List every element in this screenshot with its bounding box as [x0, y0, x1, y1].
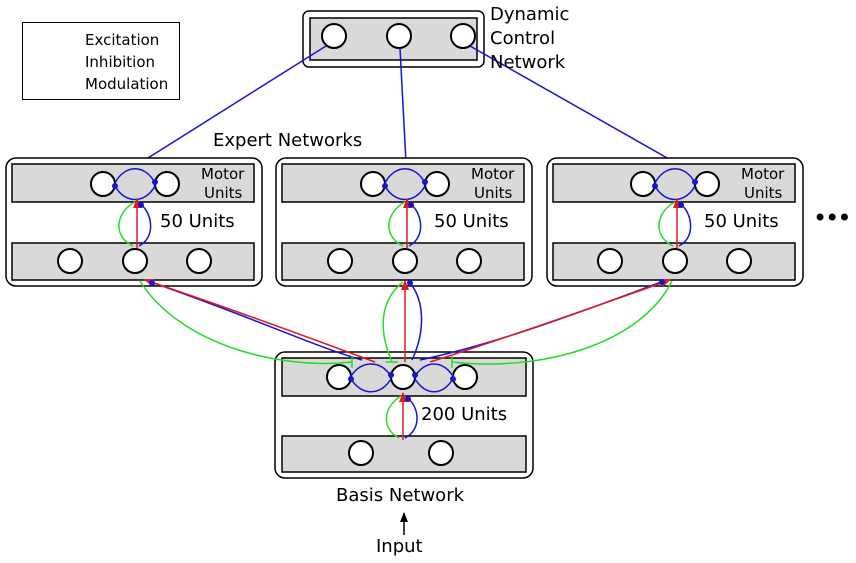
expert-3-motor-line2: Units — [744, 184, 783, 202]
expert-1-motor-line1: Motor — [201, 165, 245, 183]
dynamic-control-network — [302, 10, 485, 68]
legend-item-modulation: Modulation — [23, 74, 179, 94]
control-unit-1 — [321, 23, 347, 49]
basis-to-expert-connections — [139, 279, 673, 368]
dynamic-control-label-line3: Network — [490, 52, 566, 73]
expert-network-1 — [5, 157, 263, 287]
control-inhibition-lines — [139, 45, 677, 164]
dynamic-control-label-line1: Dynamic — [490, 4, 570, 25]
expert-networks-label: Expert Networks — [213, 130, 363, 151]
expert-1-motor-line2: Units — [204, 184, 243, 202]
legend-label-excitation: Excitation — [85, 31, 160, 49]
legend: Excitation Inhibition Modulation — [22, 22, 180, 100]
expert-3-units-label: 50 Units — [704, 211, 779, 232]
basis-units-label: 200 Units — [421, 404, 508, 425]
dynamic-control-label-line2: Control — [490, 28, 556, 49]
expert-network-2 — [275, 157, 533, 287]
expert-2-motor-line2: Units — [474, 184, 513, 202]
expert-1-units-label: 50 Units — [160, 211, 235, 232]
expert-network-3 — [546, 157, 804, 287]
expert-2-motor-line1: Motor — [471, 165, 515, 183]
expert-2-units-label: 50 Units — [434, 211, 509, 232]
legend-item-inhibition: Inhibition — [23, 52, 179, 72]
legend-label-modulation: Modulation — [85, 75, 169, 93]
basis-network — [274, 351, 534, 479]
input-label: Input — [376, 536, 423, 557]
control-unit-3 — [450, 23, 476, 49]
legend-label-inhibition: Inhibition — [85, 53, 156, 71]
legend-item-excitation: Excitation — [23, 30, 179, 50]
more-experts-ellipsis: ••• — [813, 204, 851, 232]
expert-3-motor-line1: Motor — [741, 165, 785, 183]
basis-network-title: Basis Network — [336, 485, 465, 506]
control-unit-2 — [386, 23, 412, 49]
